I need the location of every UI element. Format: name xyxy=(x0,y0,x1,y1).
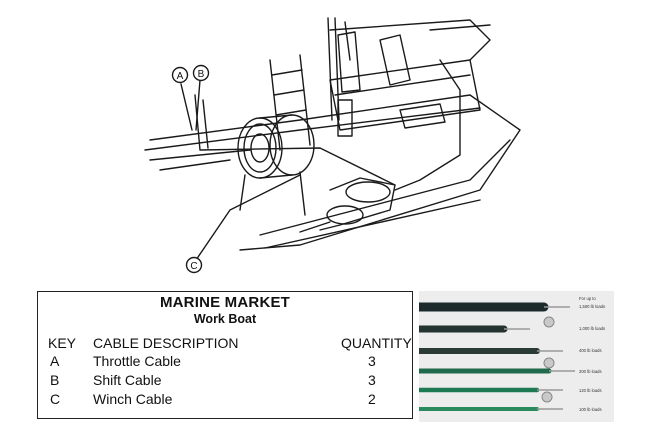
row-c-description: Winch Cable xyxy=(93,391,173,407)
cable-runs xyxy=(194,59,461,233)
callout-c: C xyxy=(185,256,203,274)
coin-scale-reference xyxy=(541,391,553,403)
load-label-3: 400 lb loads xyxy=(579,348,602,353)
load-label-4: 200 lb loads xyxy=(579,369,602,374)
mast xyxy=(327,17,361,121)
cable-photo: For up to 1,500 lb loads 1,000 lb loads … xyxy=(414,291,614,422)
row-c-key: C xyxy=(50,391,61,407)
callout-b: B xyxy=(192,64,210,82)
load-label-6: 100 lb loads xyxy=(579,407,602,412)
cabin xyxy=(329,19,491,137)
hull xyxy=(144,94,521,251)
row-a-quantity: 3 xyxy=(368,353,376,369)
row-c-quantity: 2 xyxy=(368,391,376,407)
callout-a: A xyxy=(171,66,189,84)
column-header-key: KEY xyxy=(48,335,77,351)
row-a-key: A xyxy=(50,353,60,369)
load-label-5: 120 lb loads xyxy=(579,388,602,393)
winch-drum xyxy=(237,114,315,216)
row-b-key: B xyxy=(50,372,60,388)
coin-scale-reference xyxy=(543,316,555,328)
row-b-quantity: 3 xyxy=(368,372,376,388)
leader-lines xyxy=(180,79,301,261)
load-label-2: 1,000 lb loads xyxy=(579,326,606,331)
coin-scale-reference xyxy=(543,357,555,369)
load-label-1: 1,500 lb loads xyxy=(579,304,606,309)
cable-table: MARINE MARKET Work Boat KEY CABLE DESCRI… xyxy=(37,291,413,419)
ladder xyxy=(269,54,311,151)
cable-samples xyxy=(414,302,575,411)
column-header-quantity: QUANTITY xyxy=(341,335,412,351)
row-b-description: Shift Cable xyxy=(93,372,162,388)
row-a-description: Throttle Cable xyxy=(93,353,181,369)
table-title: MARINE MARKET xyxy=(159,294,291,311)
callout-b-label: B xyxy=(198,69,205,80)
callout-a-label: A xyxy=(177,71,184,82)
column-header-description: CABLE DESCRIPTION xyxy=(93,335,239,351)
photo-header: For up to xyxy=(579,296,596,301)
callout-c-label: C xyxy=(190,261,197,272)
boat-diagram: A B C xyxy=(144,17,521,274)
table-subtitle: Work Boat xyxy=(193,312,257,326)
